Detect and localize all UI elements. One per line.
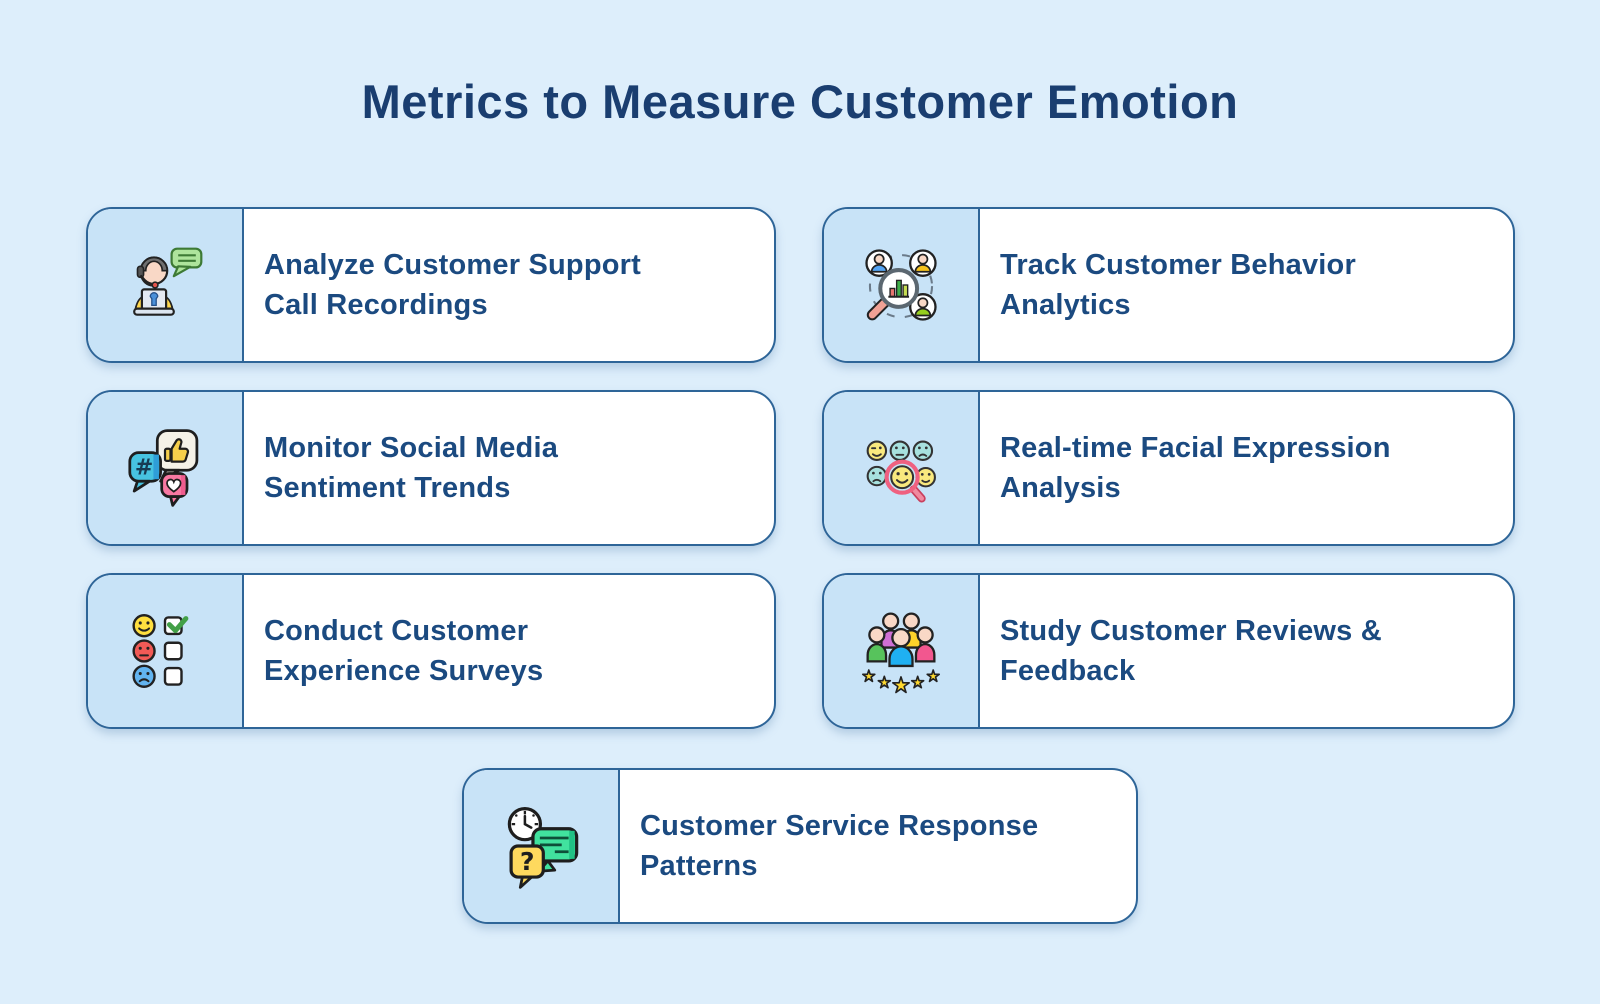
survey-faces-checkbox-icon xyxy=(132,614,189,688)
card-label-line2: Sentiment Trends xyxy=(264,472,511,504)
card-label-line2: Call Recordings xyxy=(264,289,488,321)
card-label-line1: Conduct Customer xyxy=(264,615,529,647)
card-label: Customer Service Response Patterns xyxy=(620,770,1136,922)
card-label-line1: Analyze Customer Support xyxy=(264,249,642,281)
metric-card-response-patterns: ? Customer Service Response Patterns xyxy=(462,768,1138,924)
facial-expression-faces-icon xyxy=(866,440,936,503)
metric-card-reviews-feedback: Study Customer Reviews & Feedback xyxy=(822,573,1515,729)
question-glyph: ? xyxy=(520,847,535,876)
icon-panel xyxy=(88,575,244,727)
card-label-line1: Real-time Facial Expression xyxy=(1000,432,1391,464)
icon-panel xyxy=(88,209,244,361)
card-label-line2: Experience Surveys xyxy=(264,655,544,687)
metric-card-facial-expression: Real-time Facial Expression Analysis xyxy=(822,390,1515,546)
card-label-line1: Track Customer Behavior xyxy=(1000,249,1356,281)
card-label: Conduct Customer Experience Surveys xyxy=(244,575,774,727)
behavior-analytics-magnifier-icon xyxy=(865,249,937,321)
card-label: Real-time Facial Expression Analysis xyxy=(980,392,1513,544)
card-label-line2: Patterns xyxy=(640,850,758,882)
metric-card-cx-surveys: Conduct Customer Experience Surveys xyxy=(86,573,776,729)
icon-panel xyxy=(824,575,980,727)
card-label-line1: Study Customer Reviews & xyxy=(1000,615,1382,647)
metric-card-social-sentiment: # Monitor Social Media Sentiment Trends xyxy=(86,390,776,546)
metric-card-support-calls: Analyze Customer Support Call Recordings xyxy=(86,207,776,363)
card-label: Analyze Customer Support Call Recordings xyxy=(244,209,774,361)
social-media-bubbles-icon: # xyxy=(128,429,199,507)
card-label-line2: Feedback xyxy=(1000,655,1136,687)
icon-panel: ? xyxy=(464,770,620,922)
icon-panel: # xyxy=(88,392,244,544)
card-label: Study Customer Reviews & Feedback xyxy=(980,575,1513,727)
page-title: Metrics to Measure Customer Emotion xyxy=(361,75,1239,128)
hash-glyph: # xyxy=(135,456,153,481)
card-label-line2: Analytics xyxy=(1000,289,1131,321)
card-label: Monitor Social Media Sentiment Trends xyxy=(244,392,774,544)
metric-card-behavior-analytics: Track Customer Behavior Analytics xyxy=(822,207,1515,363)
card-label-line1: Customer Service Response xyxy=(640,810,1039,842)
card-label-line1: Monitor Social Media xyxy=(264,432,559,464)
support-agent-headset-icon xyxy=(133,247,203,316)
icon-panel xyxy=(824,209,980,361)
card-label-line2: Analysis xyxy=(1000,472,1121,504)
customer-group-stars-icon xyxy=(855,612,947,697)
card-label: Track Customer Behavior Analytics xyxy=(980,209,1513,361)
icon-panel xyxy=(824,392,980,544)
clock-chat-bubbles-icon: ? xyxy=(507,807,579,889)
